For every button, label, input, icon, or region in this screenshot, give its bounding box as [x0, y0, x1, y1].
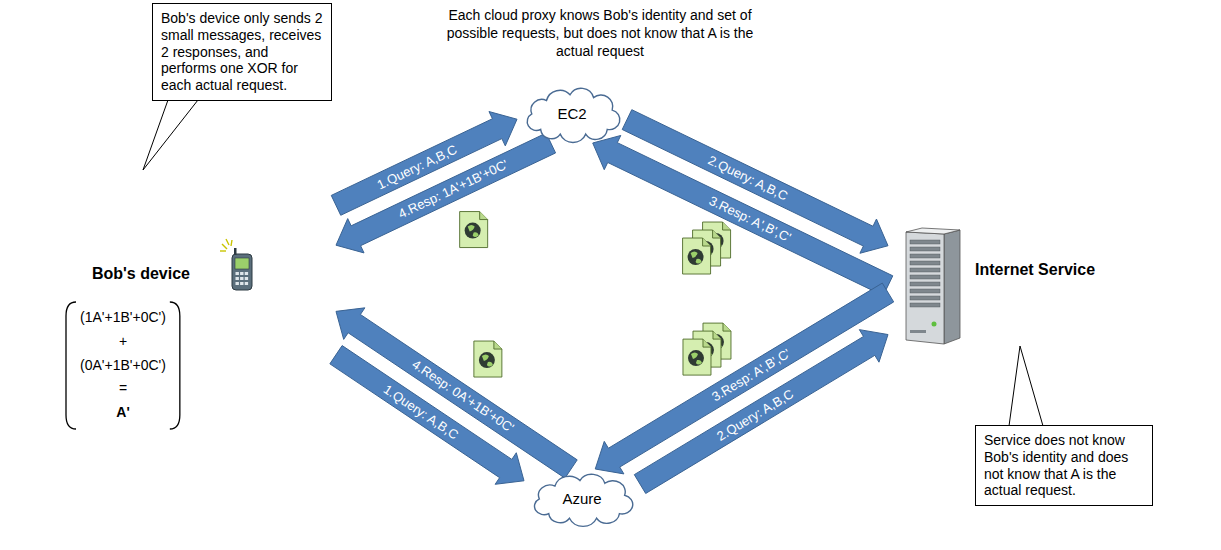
web-page-icon — [474, 341, 502, 377]
callout-text: Service does not know Bob's identity and… — [984, 432, 1144, 499]
web-page-stack — [474, 341, 502, 377]
web-page-stack — [683, 323, 731, 375]
callout-box: Service does not know Bob's identity and… — [975, 425, 1153, 506]
block-arrow — [593, 135, 893, 295]
arrow-label: 3.Resp: A',B',C' — [707, 194, 793, 244]
formula-line: A' — [80, 401, 166, 425]
cloud-proxy: EC2 — [523, 89, 621, 137]
block-arrow — [595, 283, 893, 474]
arrows — [330, 110, 894, 494]
callout-box: Bob's device only sends 2 small messages… — [152, 3, 332, 101]
callout-tail — [143, 100, 198, 170]
web-page-icon — [460, 212, 488, 248]
server-icon-outline — [900, 228, 964, 346]
web-page-stack — [460, 212, 488, 248]
web-page-icon — [683, 238, 711, 274]
cloud-name: EC2 — [557, 105, 586, 122]
block-arrow — [330, 346, 524, 485]
block-arrow — [336, 133, 556, 253]
device-label: Internet Service — [975, 261, 1095, 279]
arrow-label: 2.Query: A,B,C — [706, 153, 790, 202]
formula-line: (1A'+1B'+0C') — [80, 306, 166, 330]
server-icon: Internet Service — [900, 228, 964, 346]
cloud-proxy: Azure — [530, 475, 634, 521]
formula-line: = — [80, 377, 166, 401]
formula-line: + — [80, 330, 166, 354]
web-page-stack — [683, 222, 731, 274]
block-arrow — [336, 308, 577, 478]
callout-tail — [1009, 346, 1043, 426]
cloud-name: Azure — [562, 490, 601, 507]
callout-text: Bob's device only sends 2 small messages… — [161, 10, 323, 94]
note-text: Each cloud proxy knows Bob's identity an… — [430, 6, 770, 61]
formula-line: (0A'+1B'+0C') — [80, 354, 166, 378]
formula-bracket: (1A'+1B'+0C')+(0A'+1B'+0C')=A' — [64, 300, 182, 431]
device-label: Bob's device — [92, 265, 190, 283]
callout-tails — [143, 100, 1043, 426]
page-icons — [460, 212, 731, 377]
web-page-icon — [683, 339, 711, 375]
phone-device-outline — [228, 248, 256, 292]
phone-device: Bob's device — [228, 248, 256, 292]
